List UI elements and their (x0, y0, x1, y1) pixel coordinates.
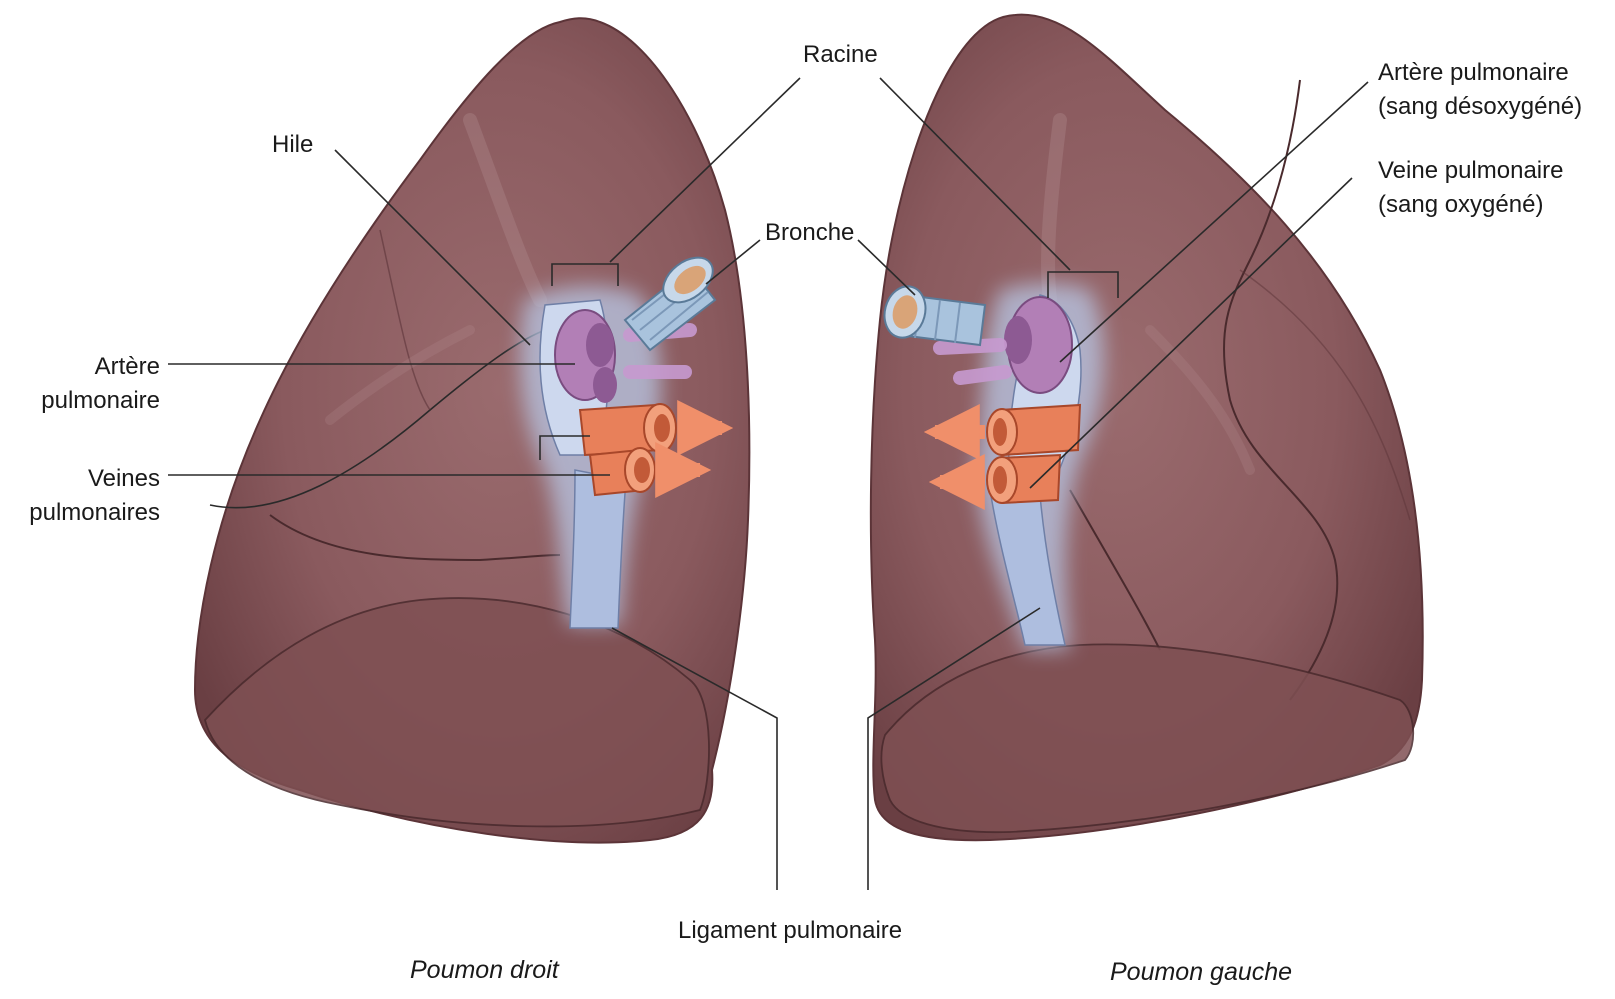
label-veines-1: Veines (88, 465, 160, 492)
label-veine-right-1: Veine pulmonaire (1378, 157, 1563, 184)
label-artere-right-1: Artère pulmonaire (1378, 59, 1569, 86)
label-ligament: Ligament pulmonaire (678, 917, 902, 944)
caption-left-lung: Poumon gauche (1110, 958, 1292, 986)
label-veine-right-2: (sang oxygéné) (1378, 191, 1543, 218)
label-veines-2: pulmonaires (29, 499, 160, 526)
caption-right-lung: Poumon droit (410, 956, 560, 984)
label-artere-left-1: Artère (95, 353, 160, 380)
label-racine: Racine (803, 41, 878, 68)
label-artere-left-2: pulmonaire (41, 387, 160, 414)
label-artere-right-2: (sang désoxygéné) (1378, 93, 1582, 120)
label-hile: Hile (272, 131, 313, 158)
label-bronche: Bronche (765, 219, 854, 246)
